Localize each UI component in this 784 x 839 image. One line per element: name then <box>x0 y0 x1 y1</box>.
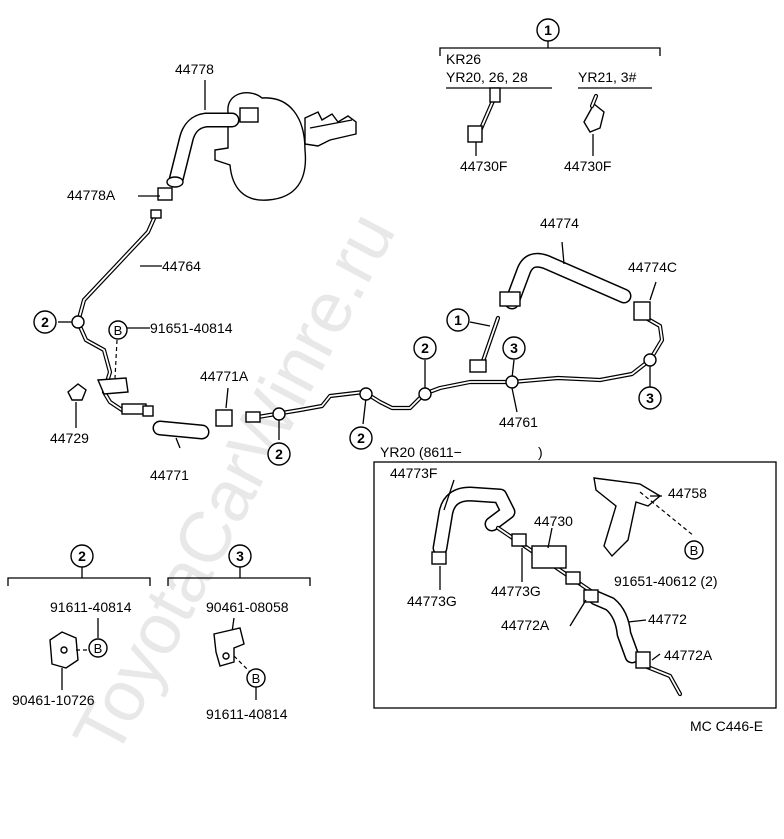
callout-2-c: 2 <box>349 426 373 450</box>
svg-text:2: 2 <box>275 446 283 462</box>
hose-44774 <box>499 252 632 310</box>
label-44761: 44761 <box>499 414 538 430</box>
svg-text:3: 3 <box>646 390 654 406</box>
svg-text:B: B <box>114 323 123 338</box>
svg-text:1: 1 <box>544 22 552 38</box>
label-44764: 44764 <box>162 258 201 274</box>
label-44729: 44729 <box>50 430 89 446</box>
junction-dots <box>71 315 657 421</box>
label-44773F: 44773F <box>390 465 437 481</box>
label-44730: 44730 <box>534 513 573 529</box>
watermark-text: ToyotaCarWinre.ru <box>58 200 410 767</box>
clamp-90461-10726 <box>49 631 89 669</box>
hose-44771 <box>121 403 210 440</box>
clip-44774C <box>633 301 651 321</box>
label-44778A: 44778A <box>67 187 116 203</box>
callout-b-inset: B <box>684 540 704 560</box>
label-44730F-right: 44730F <box>564 158 611 174</box>
svg-text:3: 3 <box>510 340 518 356</box>
svg-text:2: 2 <box>78 548 86 564</box>
label-44772A-right: 44772A <box>664 647 713 663</box>
valve-44730F-left <box>467 87 501 143</box>
label-44771A: 44771A <box>200 368 249 384</box>
callout-3-b: 3 <box>638 386 662 410</box>
clamp-90461-08058 <box>213 627 251 673</box>
clip-44772A-right <box>635 651 651 669</box>
svg-text:1: 1 <box>454 312 462 328</box>
group-3-part-top: 90461-08058 <box>206 599 289 615</box>
bracket-91651-40814 <box>96 377 129 395</box>
inset-title-close: ) <box>538 444 543 460</box>
svg-text:2: 2 <box>41 314 49 330</box>
bracket-44758 <box>593 477 695 558</box>
group-3-part-bottom: 91611-40814 <box>206 706 288 722</box>
svg-text:2: 2 <box>421 340 429 356</box>
valve-main <box>469 315 501 373</box>
callout-1-main: 1 <box>446 308 470 332</box>
group-2-part-bottom: 90461-10726 <box>12 692 95 708</box>
label-44730F-left: 44730F <box>460 158 507 174</box>
label-44772: 44772 <box>648 611 687 627</box>
hose-44778 <box>166 112 240 188</box>
svg-text:B: B <box>252 671 261 686</box>
callout-2-a: 2 <box>33 310 57 334</box>
group-1-variant-a-line1: KR26 <box>446 51 481 67</box>
label-44774: 44774 <box>540 215 579 231</box>
brake-booster <box>214 92 357 201</box>
label-44771: 44771 <box>150 467 189 483</box>
clip-44771A <box>215 409 233 427</box>
label-91651-40612: 91651-40612 (2) <box>614 573 718 589</box>
callout-b-group3: B <box>246 668 266 688</box>
svg-text:3: 3 <box>236 548 244 564</box>
group-1-header: 1 <box>439 18 661 56</box>
group-2-part-top: 91611-40814 <box>50 599 132 615</box>
label-44773G-mid: 44773G <box>491 583 541 599</box>
svg-text:2: 2 <box>357 430 365 446</box>
group-3-header: 3 <box>167 544 311 586</box>
group-2-header: 2 <box>7 544 151 586</box>
callout-2-d: 2 <box>413 336 437 360</box>
label-91651-40814: 91651-40814 <box>150 320 233 336</box>
clip-44773G-left <box>431 551 447 565</box>
svg-text:B: B <box>690 543 699 558</box>
label-44758: 44758 <box>668 485 707 501</box>
svg-text:B: B <box>94 641 103 656</box>
clip-44772A-left <box>583 589 599 603</box>
diagram-code: MC C446-E <box>690 718 763 734</box>
group-1-variant-b: YR21, 3# <box>578 69 637 85</box>
group-1-variant-a-line2: YR20, 26, 28 <box>446 69 528 85</box>
inset-title: YR20 (8611− <box>380 444 462 460</box>
callout-b-group2: B <box>88 638 108 658</box>
inset-frame <box>373 461 777 709</box>
callout-b-main: B <box>108 320 128 340</box>
hose-44773F <box>432 486 516 556</box>
label-44773G-left: 44773G <box>407 593 457 609</box>
callout-2-b: 2 <box>267 442 291 466</box>
valve-44730F-right <box>583 93 605 133</box>
label-44772A-left: 44772A <box>501 617 550 633</box>
clip-44778A <box>157 187 173 201</box>
grommet-44729 <box>67 383 87 401</box>
callout-3-a: 3 <box>502 336 526 360</box>
label-44778: 44778 <box>175 61 214 77</box>
label-44774C: 44774C <box>628 259 677 275</box>
pipe-44764 <box>75 209 162 413</box>
